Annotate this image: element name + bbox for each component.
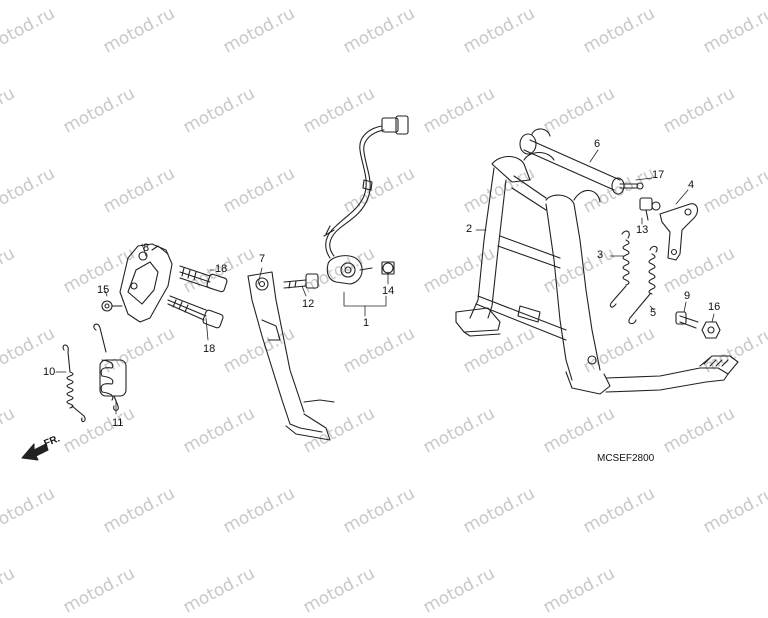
callout-17: 17: [652, 169, 665, 181]
diagram-code: MCSEF2800: [597, 453, 655, 464]
pin-17: [619, 182, 644, 190]
parts-diagram: [21, 115, 739, 461]
callout-14: 14: [382, 285, 395, 297]
callout-3: 3: [597, 249, 604, 261]
center-stand: [455, 151, 739, 395]
callout-10: 10: [43, 366, 56, 378]
switch-harness: [323, 115, 409, 259]
callout-2: 2: [466, 223, 473, 235]
side-stand-switch: [326, 255, 395, 285]
pivot-shaft: [519, 128, 625, 195]
callout-8: 8: [143, 242, 150, 254]
bolt-9: [675, 311, 699, 329]
bolt-12: [283, 273, 319, 289]
side-stand-bracket: [119, 243, 173, 323]
spring-10: [62, 344, 86, 423]
spring-3: [609, 230, 630, 308]
side-stand: [247, 271, 335, 441]
callout-6: 6: [594, 138, 601, 150]
callout-13: 13: [636, 224, 649, 236]
callout-18-lower: 18: [203, 343, 216, 355]
callout-11: 11: [112, 417, 124, 429]
bolt-18-upper: [179, 265, 228, 293]
callout-4: 4: [688, 179, 695, 191]
nut-16: [701, 321, 721, 339]
bolt-15: [101, 300, 123, 312]
leader-lines: [55, 149, 715, 415]
bolt-13: [639, 197, 661, 221]
callout-12: 12: [302, 298, 315, 310]
callout-5: 5: [650, 307, 657, 319]
callout-9: 9: [684, 290, 691, 302]
callout-16: 16: [708, 301, 721, 313]
callout-15: 15: [97, 284, 110, 296]
spring-11: [93, 323, 127, 412]
callout-7: 7: [259, 253, 266, 265]
bolt-18-lower: [167, 295, 224, 329]
bracket-4: [659, 203, 699, 261]
callout-1: 1: [363, 317, 370, 329]
spring-5: [628, 245, 658, 325]
front-direction-arrow: [21, 443, 49, 461]
callout-18-upper: 18: [215, 263, 228, 275]
